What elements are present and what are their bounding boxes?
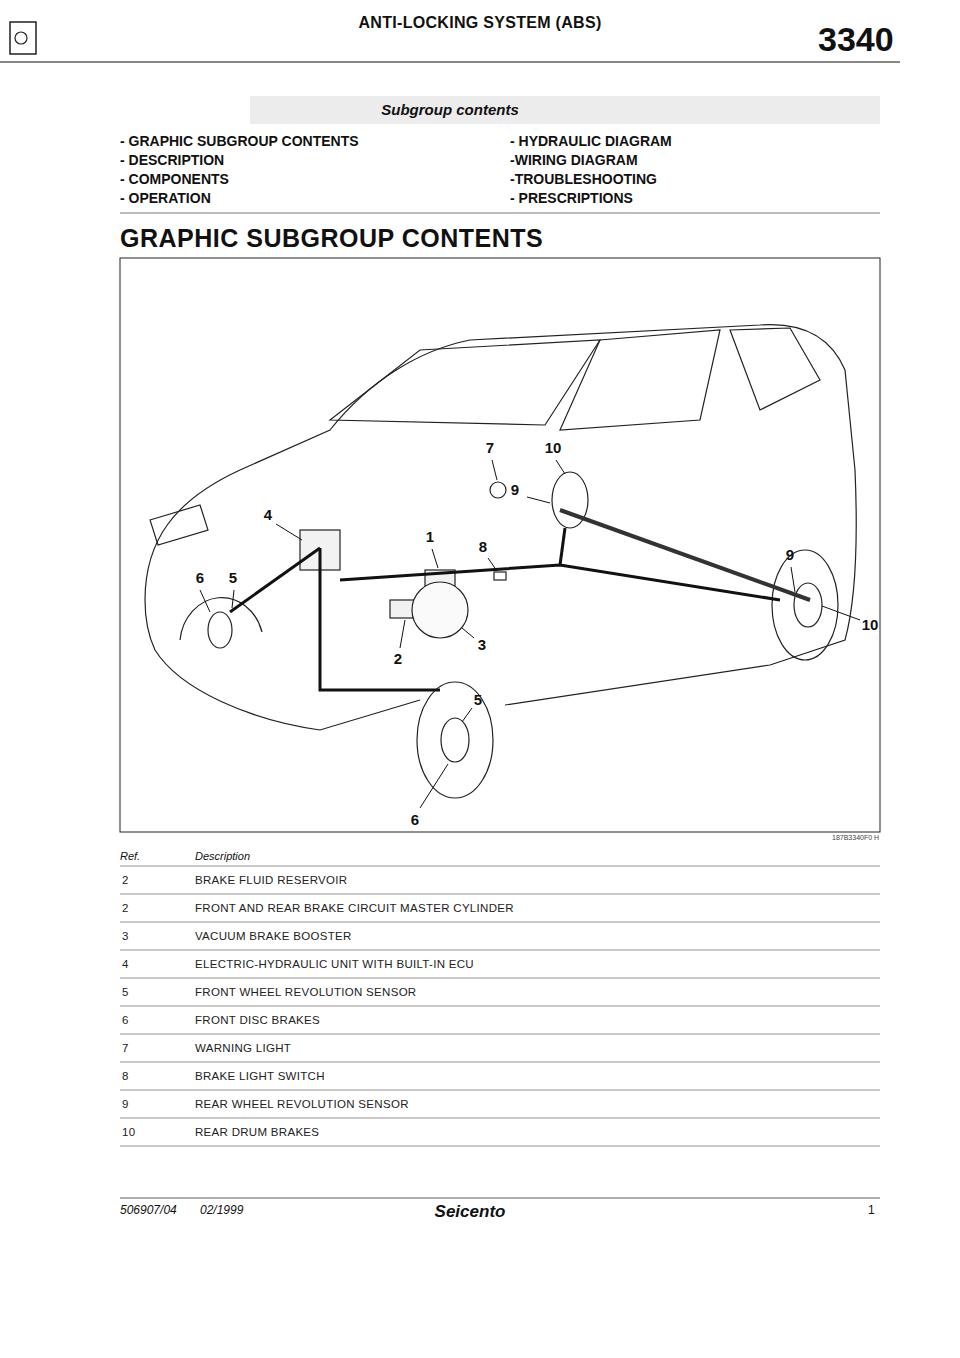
brake-light-switch: [494, 572, 506, 580]
callout-number: 5: [474, 691, 482, 708]
table-header: Ref.: [120, 850, 140, 863]
car-drawing: [145, 325, 856, 798]
table-ref: 3: [122, 930, 129, 943]
brake-pipe: [560, 528, 565, 565]
leader-lines: [200, 460, 860, 808]
contents-item: -WIRING DIAGRAM: [510, 152, 638, 168]
figure-code: 187B3340F0 H: [832, 834, 879, 842]
rear-axle: [560, 510, 810, 600]
section-icon: [10, 22, 36, 54]
document-number: 506907/04: [120, 1204, 177, 1218]
rule-line: [0, 61, 900, 62]
page-number: 1: [868, 1204, 875, 1218]
page-title: ANTI-LOCKING SYSTEM (ABS): [358, 14, 601, 32]
callout-number: 10: [862, 616, 879, 633]
leader-line: [232, 590, 234, 608]
section-number: 3340: [818, 20, 894, 59]
headlight: [150, 505, 208, 545]
leader-line: [822, 606, 860, 620]
contents-item: - GRAPHIC SUBGROUP CONTENTS: [120, 133, 359, 149]
callout-number: 6: [196, 569, 204, 586]
table-description: WARNING LIGHT: [195, 1042, 291, 1055]
callout-number: 8: [479, 538, 487, 555]
subheading: Subgroup contents: [381, 101, 519, 118]
table-ref: 7: [122, 1042, 129, 1055]
contents-item: - OPERATION: [120, 190, 211, 206]
table-description: BRAKE FLUID RESERVOIR: [195, 874, 347, 887]
leader-line: [527, 497, 550, 503]
front-disc: [441, 718, 469, 762]
table-description: ELECTRIC-HYDRAULIC UNIT WITH BUILT-IN EC…: [195, 958, 474, 971]
brake-booster: [412, 582, 468, 638]
leader-line: [200, 590, 210, 612]
leader-line: [432, 549, 438, 568]
rear-wheel: [772, 550, 838, 660]
leader-line: [420, 764, 448, 808]
leader-line: [400, 620, 405, 648]
figure-frame: [120, 258, 880, 832]
table-description: FRONT WHEEL REVOLUTION SENSOR: [195, 986, 416, 999]
warning-light: [490, 482, 506, 498]
table-ref: 8: [122, 1070, 129, 1083]
leader-line: [462, 628, 474, 638]
callout-number: 1: [426, 528, 434, 545]
brake-pipes: [230, 528, 780, 690]
table-description: VACUUM BRAKE BOOSTER: [195, 930, 352, 943]
table-ref: 4: [122, 958, 129, 971]
section-icon: [15, 32, 27, 44]
table-description: BRAKE LIGHT SWITCH: [195, 1070, 325, 1083]
document-date: 02/1999: [200, 1204, 243, 1218]
leader-line: [556, 460, 565, 474]
wheel-arch: [180, 598, 262, 640]
leader-line: [276, 524, 302, 540]
callout-number: 7: [486, 439, 494, 456]
contents-item: - HYDRAULIC DIAGRAM: [510, 133, 672, 149]
callout-number: 10: [545, 439, 562, 456]
front-wheel: [417, 682, 493, 798]
section-heading: GRAPHIC SUBGROUP CONTENTS: [120, 224, 543, 253]
subgroup-band: [250, 96, 880, 124]
rule-line: [120, 213, 880, 214]
model-name: Seicento: [435, 1202, 506, 1222]
side-window: [560, 330, 720, 430]
contents-item: - PRESCRIPTIONS: [510, 190, 633, 206]
callout-number: 5: [229, 569, 237, 586]
contents-item: - COMPONENTS: [120, 171, 229, 187]
table-rules: [120, 866, 880, 1146]
callout-number: 2: [394, 650, 402, 667]
table-ref: 10: [122, 1126, 135, 1139]
callout-number: 6: [411, 811, 419, 828]
car-body: [145, 325, 856, 730]
rear-window: [730, 328, 820, 410]
callout-number: 4: [264, 506, 272, 523]
table-ref: 9: [122, 1098, 129, 1111]
table-ref: 2: [122, 874, 129, 887]
brake-pipe: [320, 548, 440, 690]
front-disc: [208, 612, 232, 648]
rule-line: [120, 1198, 880, 1199]
leader-line: [462, 708, 472, 722]
table-ref: 5: [122, 986, 129, 999]
leader-line: [488, 558, 497, 571]
table-header: Description: [195, 850, 250, 863]
contents-item: - DESCRIPTION: [120, 152, 224, 168]
table-description: FRONT AND REAR BRAKE CIRCUIT MASTER CYLI…: [195, 902, 514, 915]
windshield: [330, 340, 600, 425]
callout-number: 9: [511, 481, 519, 498]
table-ref: 6: [122, 1014, 129, 1027]
callout-number: 9: [786, 546, 794, 563]
contents-item: -TROUBLESHOOTING: [510, 171, 657, 187]
leader-line: [791, 567, 795, 592]
table-description: REAR WHEEL REVOLUTION SENSOR: [195, 1098, 409, 1111]
leader-line: [492, 460, 497, 480]
brake-pipe: [230, 548, 320, 612]
table-description: FRONT DISC BRAKES: [195, 1014, 320, 1027]
table-description: REAR DRUM BRAKES: [195, 1126, 319, 1139]
rear-drum: [794, 583, 822, 627]
callout-number: 3: [478, 636, 486, 653]
table-ref: 2: [122, 902, 129, 915]
brake-pipe: [340, 565, 780, 600]
